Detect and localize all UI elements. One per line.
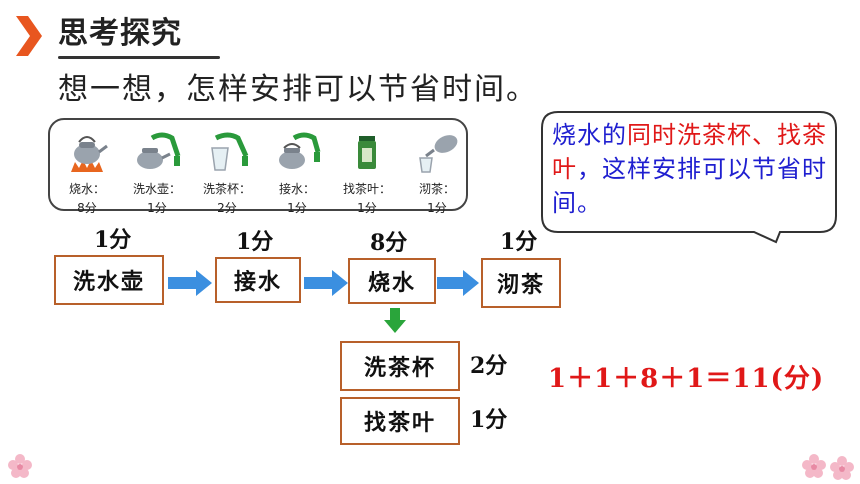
title-underline	[58, 56, 220, 59]
step-time: 1分	[94, 227, 132, 253]
step-time: 8分	[370, 230, 408, 256]
info-item-fill-water: 接水： 1分	[262, 120, 332, 215]
speech-bubble	[541, 111, 837, 244]
info-label: 洗茶杯：	[202, 182, 251, 196]
chevron-right-icon	[16, 16, 42, 56]
bubble-text-highlight: 同时洗茶杯、	[627, 121, 777, 149]
info-label: 找茶叶：	[342, 182, 391, 196]
flower-icon	[8, 454, 32, 478]
pouring-tea-icon	[419, 135, 458, 173]
washing-cup-icon	[211, 132, 249, 171]
step-box-find-tea: 找茶叶	[340, 397, 460, 445]
info-item-boil-water: 烧水： 8分	[52, 120, 122, 215]
step-box-wash-cup: 洗茶杯	[340, 341, 460, 391]
bubble-text: 烧水的同时洗茶杯、找茶叶，这样安排可以节省时间。	[552, 118, 834, 220]
info-label: 洗水壶：	[132, 182, 181, 196]
page-title: 思考探究	[58, 16, 182, 51]
info-time: 1分	[427, 201, 447, 215]
info-time: 2分	[217, 201, 237, 215]
info-item-find-tea: 找茶叶： 1分	[332, 120, 402, 215]
tea-can-icon	[358, 136, 376, 169]
info-item-wash-kettle: 洗水壶： 1分	[122, 120, 192, 215]
bubble-text-highlight: 找茶叶	[552, 121, 827, 183]
info-item-wash-cup: 洗茶杯： 2分	[192, 120, 262, 215]
step-time: 1分	[470, 407, 508, 433]
info-label: 沏茶：	[418, 182, 455, 196]
info-time: 1分	[147, 201, 167, 215]
step-time: 1分	[236, 229, 274, 255]
info-time: 8分	[77, 201, 97, 215]
info-item-make-tea: 沏茶： 1分	[402, 120, 472, 215]
filling-kettle-icon	[279, 132, 321, 169]
arrow-right-icon	[304, 270, 348, 296]
info-panel: 烧水： 8分 洗水壶： 1分 洗茶杯： 2分 接水： 1分	[48, 118, 468, 215]
flower-icon	[802, 454, 826, 478]
bubble-text-part: ，这样安排可以节省时间。	[552, 155, 827, 217]
step-box-boil-water: 烧水	[348, 258, 436, 304]
arrow-right-icon	[437, 270, 479, 296]
info-time: 1分	[357, 201, 377, 215]
step-box-make-tea: 沏茶	[481, 258, 561, 308]
total-time-formula: 1＋1＋8＋1＝11(分)	[548, 364, 825, 394]
step-box-wash-kettle: 洗水壶	[54, 255, 164, 305]
arrow-right-icon	[168, 270, 212, 296]
info-time: 1分	[287, 201, 307, 215]
step-time: 1分	[500, 229, 538, 255]
question-text: 想一想，怎样安排可以节省时间。	[58, 72, 538, 107]
kettle-on-fire-icon	[71, 136, 108, 172]
bubble-text-part: 烧水的	[552, 121, 627, 149]
info-label: 接水：	[278, 182, 315, 196]
flower-icon	[830, 456, 854, 480]
step-box-fill-water: 接水	[215, 257, 301, 303]
info-label: 烧水：	[68, 182, 105, 196]
arrow-down-icon	[384, 308, 406, 333]
step-time: 2分	[470, 353, 508, 379]
washing-kettle-icon	[137, 132, 181, 169]
